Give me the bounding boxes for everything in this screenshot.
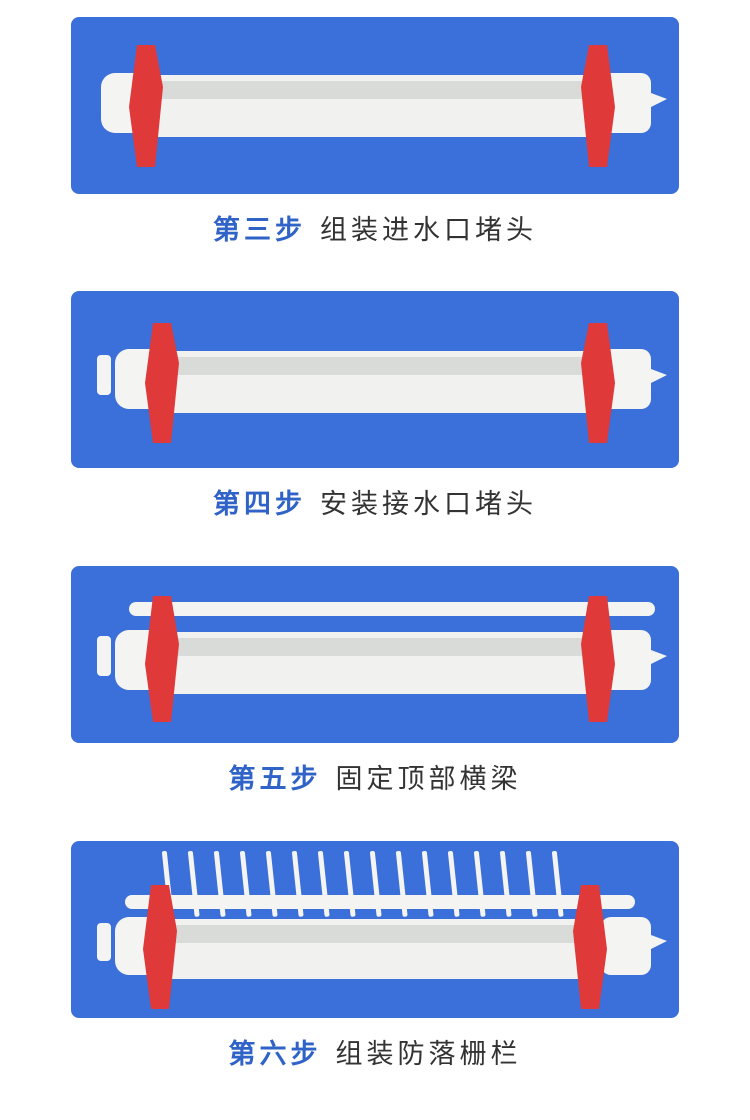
step4-text: 安装接水口堵头 (320, 489, 537, 520)
step5-caption: 第五步固定顶部横梁 (0, 757, 750, 796)
step6-label: 第六步 (228, 1039, 322, 1070)
step5-photo-panel (71, 566, 679, 743)
step6-photo-panel (71, 841, 679, 1018)
step5-text: 固定顶部横梁 (335, 764, 522, 795)
step3-photo-panel (71, 17, 679, 194)
step6-text: 组装防落栅栏 (335, 1039, 522, 1070)
step3-label: 第三步 (213, 215, 306, 246)
step6-caption: 第六步组装防落栅栏 (0, 1032, 750, 1071)
step3-caption: 第三步组装进水口堵头 (0, 208, 750, 247)
step3-text: 组装进水口堵头 (320, 215, 537, 246)
trough-with-top-beam-image (97, 596, 667, 722)
step4-caption: 第四步安装接水口堵头 (0, 482, 750, 521)
step5-label: 第五步 (228, 764, 322, 795)
trough-with-outlet-cap-image (97, 323, 667, 443)
trough-with-anti-fall-fence-image (97, 850, 667, 1009)
trough-with-inlet-cap-image (101, 45, 667, 167)
step4-label: 第四步 (213, 489, 306, 520)
step4-photo-panel (71, 291, 679, 468)
